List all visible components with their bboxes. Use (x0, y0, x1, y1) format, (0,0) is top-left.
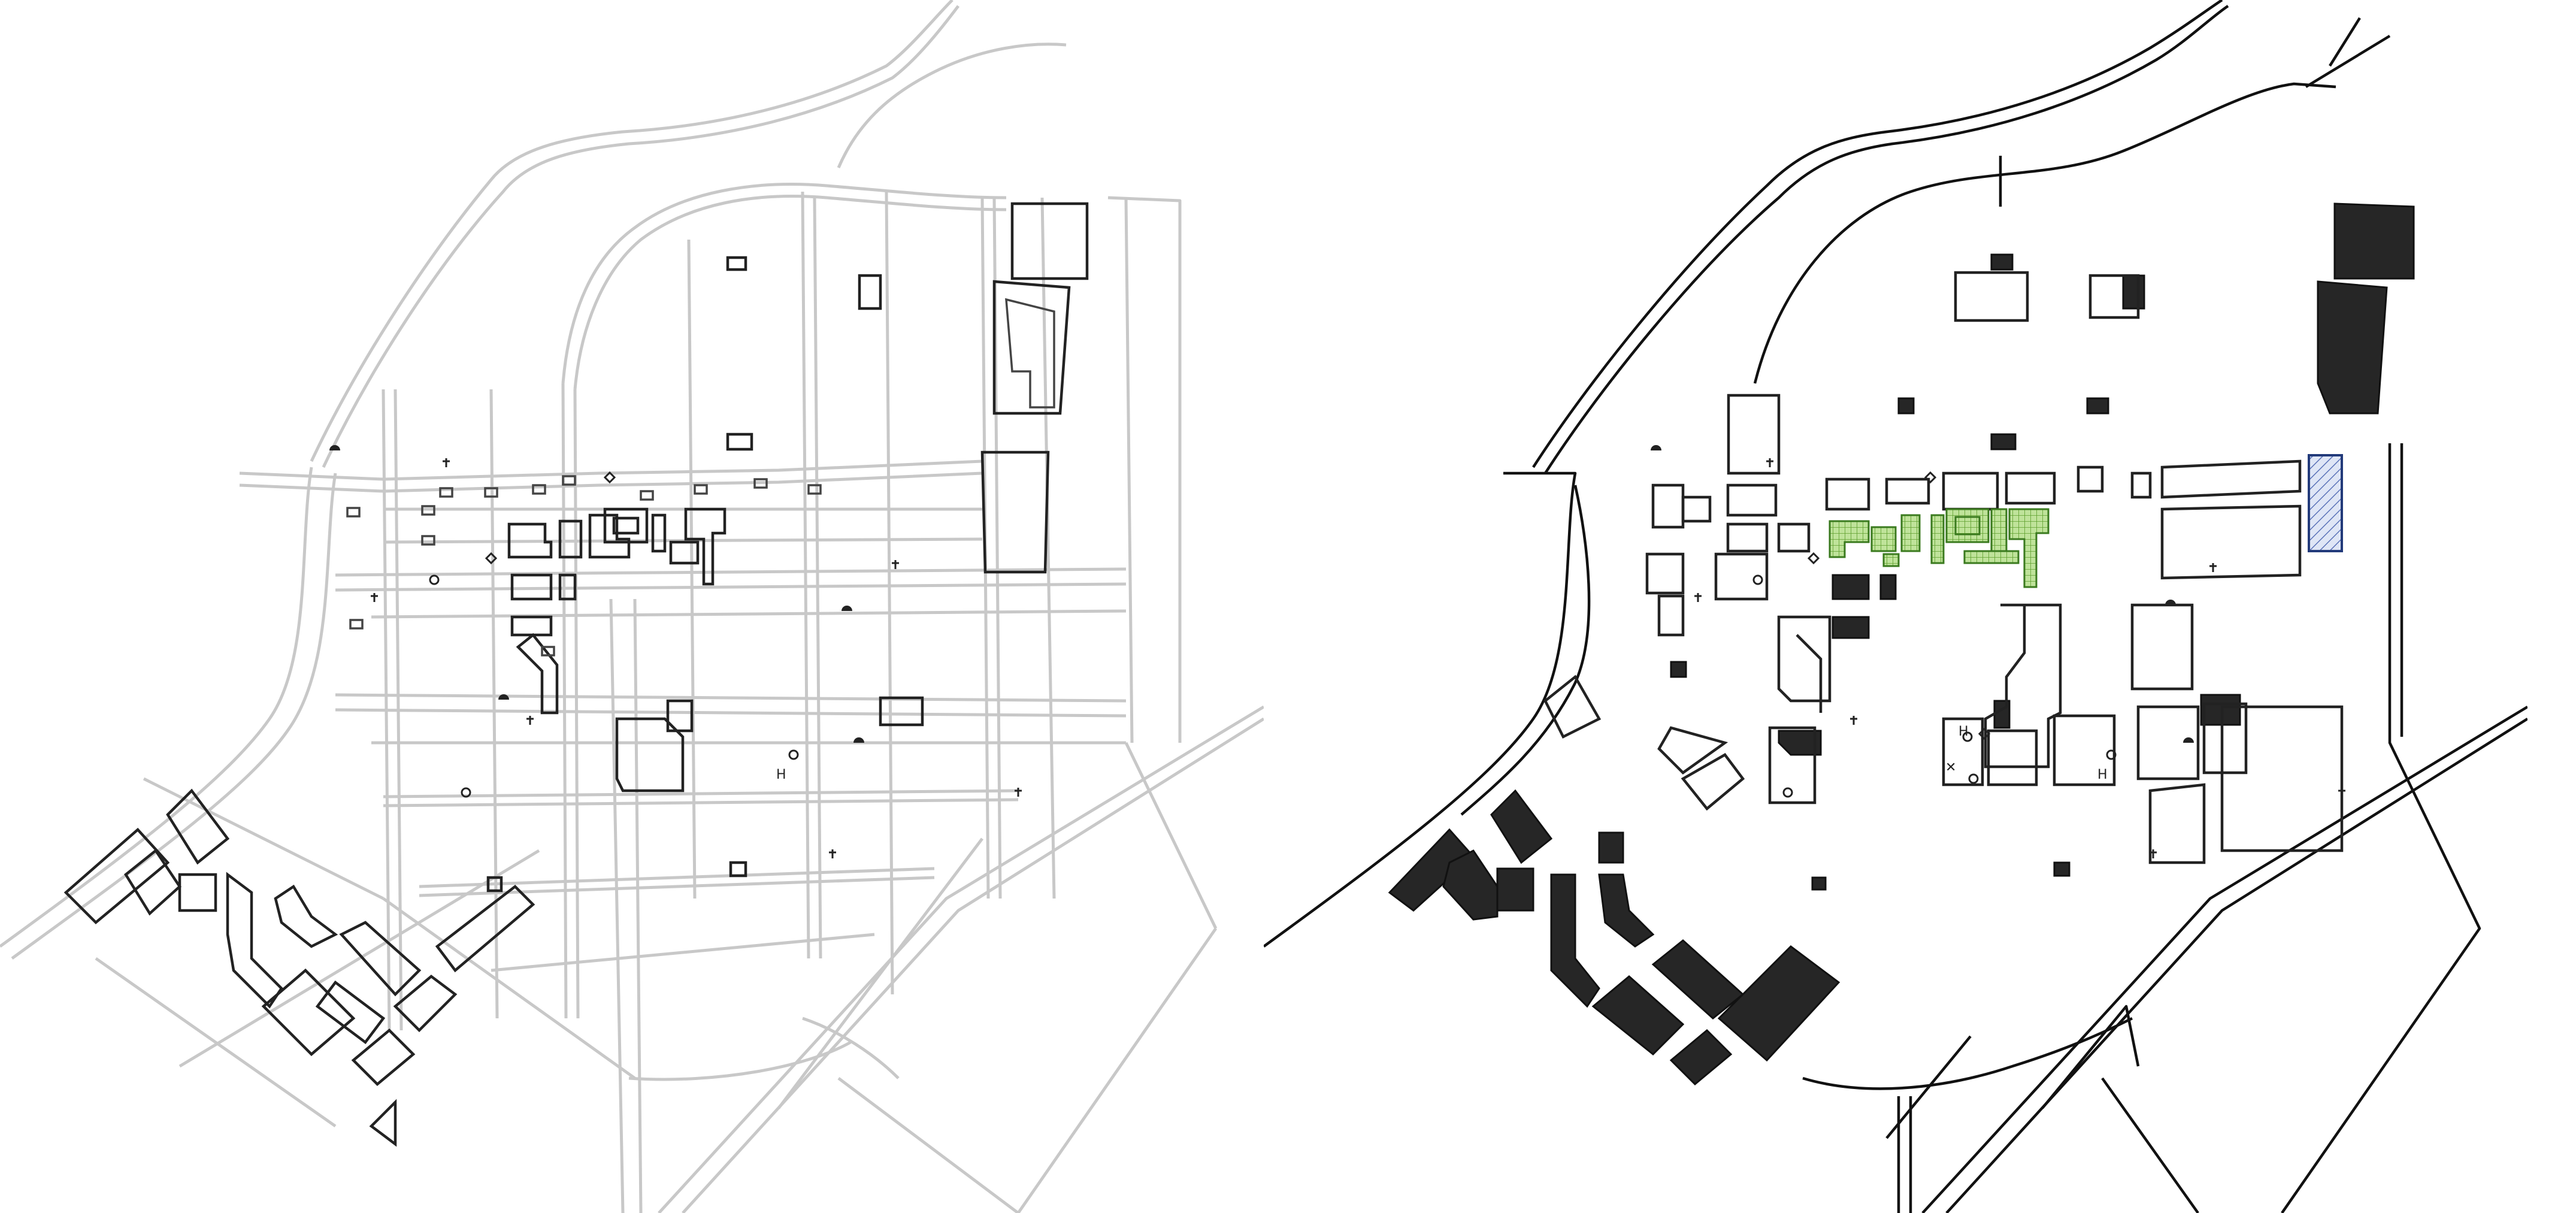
outlined-blocks (1543, 271, 2344, 864)
right-map-panel: H H ✕ (1264, 0, 2527, 1213)
circle-marker-icon (1752, 574, 1763, 585)
cross-icon (1015, 788, 1022, 797)
ring-road-north (310, 0, 953, 462)
ne-block-1 (1010, 202, 1089, 280)
street-network-map: H (0, 0, 1264, 1213)
diamond-icon (485, 552, 498, 565)
circle-marker-icon (2106, 749, 2117, 760)
map-symbols: H (329, 445, 1022, 858)
dome-icon (329, 445, 340, 450)
blue-parcel (2308, 454, 2343, 552)
south-block (615, 717, 685, 792)
hospital-icon: H (2097, 767, 2108, 782)
green-parcel (1829, 520, 1870, 558)
circle-marker-icon (1968, 773, 1979, 784)
urban-boundary (1264, 0, 2527, 1213)
inner-boundary (1753, 82, 2336, 384)
northeast-road (837, 43, 1067, 168)
cross-icon (892, 560, 899, 569)
main-artery-2 (239, 471, 983, 493)
building-outlines (63, 202, 1089, 1147)
diamond-icon (1924, 471, 1937, 484)
dome-icon (1651, 445, 1661, 450)
cross-icon (2209, 563, 2217, 572)
circle-marker-icon (1962, 731, 1973, 742)
rail-line (658, 705, 1264, 1213)
dome-icon (2183, 737, 2194, 743)
dome-icon (841, 606, 852, 611)
southwest-diagonal (0, 467, 313, 948)
inner-ring-road-2 (573, 195, 1007, 390)
left-map-panel: H (0, 0, 1264, 1213)
ne-block-3 (980, 450, 1050, 574)
solid-buildings (1388, 202, 2415, 1086)
cross-icon (2150, 849, 2157, 858)
central-courtyard (603, 507, 649, 544)
cross-icon (829, 849, 836, 858)
cross-icon (2338, 788, 2345, 797)
figure-ground-map: H H ✕ (1264, 0, 2527, 1213)
circle-marker-icon (1782, 787, 1793, 798)
circle-marker-icon (788, 749, 799, 760)
ring-road-outline (1532, 0, 2223, 468)
south-boundary (1802, 1017, 2133, 1090)
dome-icon (2165, 600, 2176, 605)
map-symbols-right: H H ✕ (1651, 445, 2345, 858)
cross-icon (526, 716, 534, 725)
dome-icon (498, 694, 509, 700)
ring-road-north-inner (322, 5, 959, 468)
main-artery (239, 459, 983, 481)
sw-block-1 (63, 827, 170, 925)
ne-solid-block (2333, 202, 2415, 280)
cross-icon (1766, 458, 1773, 467)
diamond-icon (1978, 727, 1991, 740)
road-network (0, 0, 1264, 1213)
hospital-icon: H (1959, 724, 1969, 739)
diamond-icon (603, 471, 616, 484)
cross-icon (1850, 716, 1857, 725)
circle-marker-icon (429, 574, 440, 585)
cross-icon (1694, 593, 1702, 602)
ne-block-2 (992, 280, 1071, 415)
hospital-icon: H (776, 767, 786, 782)
central-building-a (507, 522, 553, 559)
inner-ring-road (561, 183, 1007, 384)
small-buildings (346, 475, 822, 657)
diamond-icon (1807, 552, 1820, 565)
cross-marker-icon: ✕ (1945, 760, 1956, 775)
dome-icon (853, 737, 864, 743)
highlighted-parcels (1829, 454, 2343, 588)
cross-icon (371, 593, 378, 602)
circle-marker-icon (461, 787, 471, 798)
cross-icon (443, 458, 450, 467)
